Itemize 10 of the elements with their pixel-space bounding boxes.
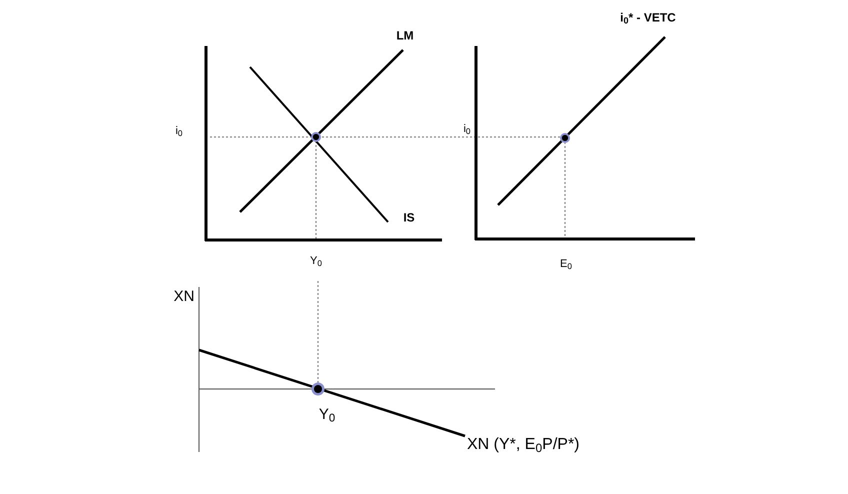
axis-value-label: i$_{0}$ — [175, 124, 183, 138]
curve-label: i$_{0}$* - VETC — [620, 11, 676, 25]
axis-title: XN — [174, 288, 194, 306]
curve-label: IS — [403, 211, 415, 225]
axis-value-label: Y$_{0}$ — [310, 254, 322, 268]
axis-value-label: i$_{0}$ — [463, 122, 471, 136]
axis-value-label: E$_{0}$ — [560, 258, 572, 270]
curve-label: LM — [396, 29, 414, 43]
axis-value-label: Y$_{0}$ — [318, 406, 336, 424]
curve-label: XN (Y*, E$_{0}$P/P*) — [467, 436, 580, 454]
